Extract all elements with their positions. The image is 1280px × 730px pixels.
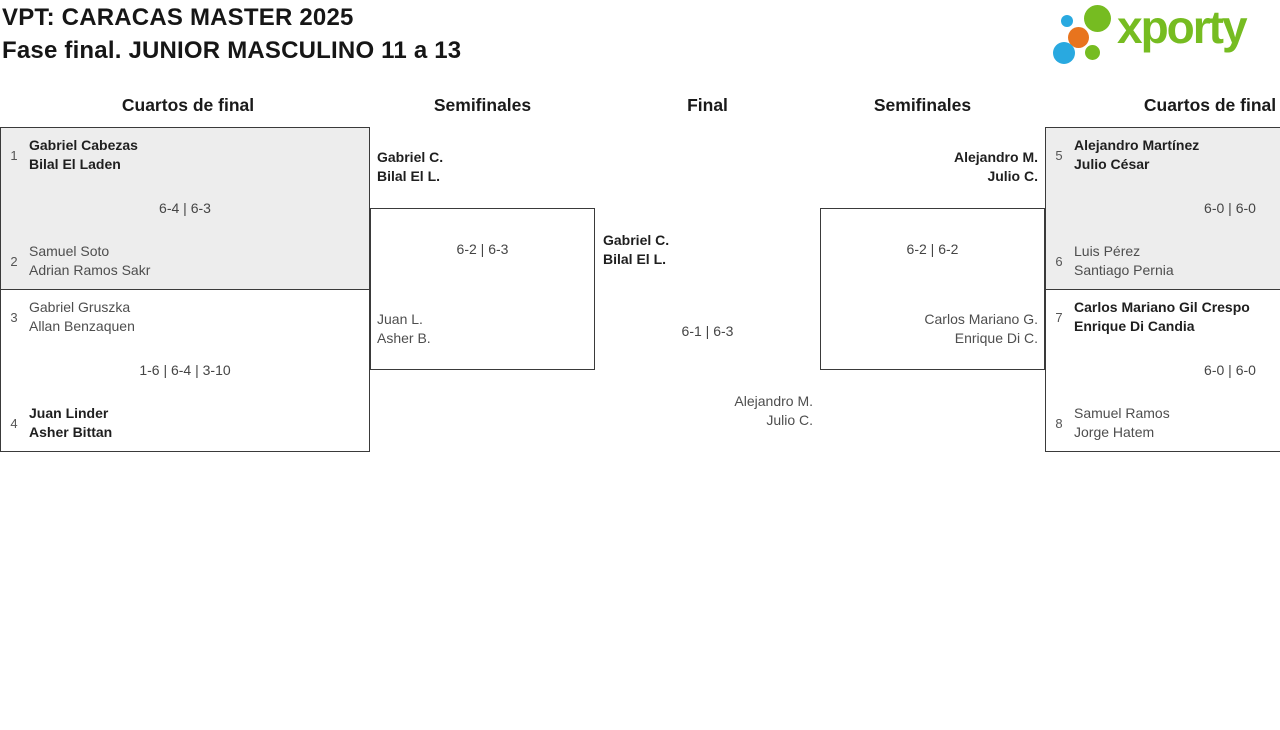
team-name-line: Luis Pérez: [1074, 243, 1141, 259]
team-name-line: Alejandro M.: [953, 149, 1038, 165]
team-name-line: Carlos Mariano Gil Crespo: [1074, 299, 1250, 315]
round-header-semifinals-left: Semifinales: [433, 95, 532, 115]
final-loser-team: Alejandro M. Julio C.: [734, 392, 813, 430]
tournament-phase-subtitle: Fase final. JUNIOR MASCULINO 11 a 13: [2, 37, 462, 64]
team-name-line: Asher B.: [377, 330, 431, 346]
team-row-seed-8: 8 Samuel Ramos Jorge Hatem: [1050, 404, 1170, 442]
logo-dot-blue-small-icon: [1061, 15, 1073, 27]
team-name-line: Juan L.: [377, 311, 423, 327]
team-name-line: Samuel Ramos: [1074, 405, 1170, 421]
team-name-line: Adrian Ramos Sakr: [29, 262, 151, 278]
team-row-seed-6: 6 Luis Pérez Santiago Pernia: [1050, 242, 1174, 280]
team-names: Carlos Mariano Gil Crespo Enrique Di Can…: [1074, 298, 1250, 336]
final-score: 6-1 | 6-3: [681, 323, 734, 339]
team-names: Gabriel Cabezas Bilal El Laden: [29, 136, 138, 174]
xporty-logo-text: xporty: [1117, 1, 1248, 53]
seed-number: 3: [10, 309, 18, 325]
match-box-sf-right[interactable]: [820, 208, 1045, 370]
team-name-line: Allan Benzaquen: [29, 318, 135, 334]
team-names: Juan Linder Asher Bittan: [29, 404, 112, 442]
team-name-line: Jorge Hatem: [1074, 424, 1155, 440]
team-name-line: Alejandro M.: [734, 393, 813, 409]
team-row-seed-2: 2 Samuel Soto Adrian Ramos Sakr: [5, 242, 150, 280]
match-score: 6-0 | 6-0: [1204, 362, 1256, 378]
team-names: Samuel Ramos Jorge Hatem: [1074, 404, 1170, 442]
seed-number: 1: [10, 147, 18, 163]
seed-number: 7: [1055, 309, 1063, 325]
team-name-line: Bilal El L.: [603, 251, 667, 267]
sf-right-loser-team: Carlos Mariano G. Enrique Di C.: [924, 310, 1038, 348]
sf-right-score: 6-2 | 6-2: [906, 241, 959, 257]
seed-number: 4: [10, 415, 18, 431]
page-title-block: VPT: CARACAS MASTER 2025 Fase final. JUN…: [2, 1, 461, 67]
team-name-line: Asher Bittan: [29, 424, 113, 440]
team-name-line: Gabriel Cabezas: [29, 137, 138, 153]
seed-number: 2: [10, 253, 18, 269]
team-name-line: Enrique Di C.: [954, 330, 1038, 346]
seed-number: 6: [1055, 253, 1063, 269]
team-name-line: Samuel Soto: [29, 243, 110, 259]
match-box-qf-left-1[interactable]: 1 Gabriel Cabezas Bilal El Laden 6-4 | 6…: [0, 127, 370, 290]
team-names: Alejandro Martínez Julio César: [1074, 136, 1199, 174]
team-name-line: Gabriel Gruszka: [29, 299, 131, 315]
team-row-seed-1: 1 Gabriel Cabezas Bilal El Laden: [5, 136, 138, 174]
match-box-qf-right-2[interactable]: 7 Carlos Mariano Gil Crespo Enrique Di C…: [1045, 289, 1280, 452]
team-row-seed-5: 5 Alejandro Martínez Julio César: [1050, 136, 1199, 174]
team-name-line: Julio C.: [987, 168, 1038, 184]
match-score: 6-0 | 6-0: [1204, 200, 1256, 216]
team-names: Samuel Soto Adrian Ramos Sakr: [29, 242, 150, 280]
team-name-line: Bilal El L.: [377, 168, 441, 184]
sf-left-winner-team: Gabriel C. Bilal El L.: [377, 148, 443, 186]
sf-left-loser-team: Juan L. Asher B.: [377, 310, 431, 348]
team-names: Gabriel Gruszka Allan Benzaquen: [29, 298, 135, 336]
match-box-qf-right-1[interactable]: 5 Alejandro Martínez Julio César 6-0 | 6…: [1045, 127, 1280, 290]
match-box-qf-left-2[interactable]: 3 Gabriel Gruszka Allan Benzaquen 1-6 | …: [0, 289, 370, 452]
team-row-seed-4: 4 Juan Linder Asher Bittan: [5, 404, 112, 442]
team-name-line: Julio C.: [766, 412, 813, 428]
match-score: 6-4 | 6-3: [159, 200, 211, 216]
round-header-quarterfinals-left: Cuartos de final: [121, 95, 255, 115]
team-name-line: Alejandro Martínez: [1074, 137, 1200, 153]
team-name-line: Gabriel C.: [377, 149, 444, 165]
logo-dot-orange-icon: [1068, 27, 1089, 48]
logo-dot-green-small-icon: [1085, 45, 1100, 60]
team-name-line: Enrique Di Candia: [1074, 318, 1195, 334]
team-row-seed-3: 3 Gabriel Gruszka Allan Benzaquen: [5, 298, 135, 336]
match-score: 1-6 | 6-4 | 3-10: [139, 362, 231, 378]
seed-number: 8: [1055, 415, 1063, 431]
logo-dot-green-large-icon: [1084, 5, 1111, 32]
sf-right-winner-team: Alejandro M. Julio C.: [954, 148, 1038, 186]
team-name-line: Julio César: [1074, 156, 1150, 172]
tournament-title: VPT: CARACAS MASTER 2025: [2, 4, 354, 31]
team-name-line: Carlos Mariano G.: [924, 311, 1038, 327]
team-name-line: Santiago Pernia: [1074, 262, 1174, 278]
team-names: Luis Pérez Santiago Pernia: [1074, 242, 1174, 280]
team-name-line: Juan Linder: [29, 405, 109, 421]
sf-left-score: 6-2 | 6-3: [456, 241, 509, 257]
round-header-final: Final: [687, 95, 728, 115]
logo-dot-blue-large-icon: [1053, 42, 1075, 64]
seed-number: 5: [1055, 147, 1063, 163]
match-box-sf-left[interactable]: [370, 208, 595, 370]
team-row-seed-7: 7 Carlos Mariano Gil Crespo Enrique Di C…: [1050, 298, 1250, 336]
xporty-logo[interactable]: xporty: [1048, 0, 1280, 72]
team-name-line: Bilal El Laden: [29, 156, 121, 172]
team-name-line: Gabriel C.: [603, 232, 670, 248]
round-header-semifinals-right: Semifinales: [873, 95, 972, 115]
final-winner-team: Gabriel C. Bilal El L.: [603, 231, 669, 269]
round-header-quarterfinals-right: Cuartos de final: [1143, 95, 1277, 115]
